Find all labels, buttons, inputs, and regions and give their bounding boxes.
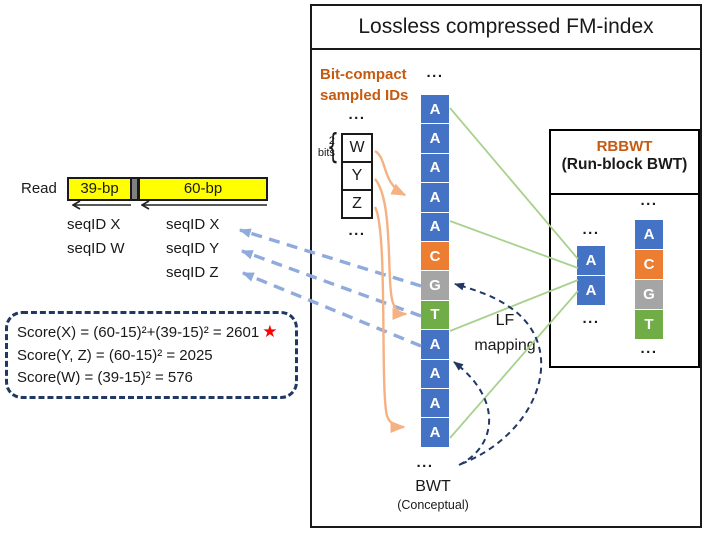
seqid-right-0: seqID X	[166, 216, 220, 233]
bwt-cell-0-A: A	[421, 95, 449, 124]
seqid-left-0: seqID X	[67, 216, 121, 233]
seqid-list-right: seqID X seqID Y seqID Z	[166, 213, 219, 285]
read-label: Read	[21, 180, 57, 197]
brace-icon: {	[327, 127, 339, 167]
bit-compact-label-line1: Bit-compact	[320, 66, 407, 83]
ellipsis-below-sampled-ids: ...	[348, 222, 366, 239]
figure-title: Lossless compressed FM-index	[310, 4, 702, 50]
bit-compact-label-line2: sampled IDs	[320, 87, 409, 104]
best-score-star-icon: ★	[262, 322, 278, 341]
bits-label: 2 bits	[311, 135, 335, 159]
bwt-cell-6-G: G	[421, 271, 449, 300]
score-line-1: Score(Y, Z) = (60-15)² = 2025	[17, 346, 213, 364]
lf-mapping-line1: LF	[495, 312, 515, 329]
read-segment-39bp: 39-bp	[67, 177, 132, 201]
bwt-cell-3-A: A	[421, 183, 449, 212]
rbbwt-right-cell-0-A: A	[635, 220, 663, 249]
bwt-cell-2-A: A	[421, 153, 449, 183]
bwt-cell-1-A: A	[421, 124, 449, 153]
bits-label-line1: 2	[328, 135, 335, 147]
bit-compact-label: Bit-compact sampled IDs	[320, 64, 430, 106]
bwt-cell-8-A: A	[421, 330, 449, 359]
bwt-cell-10-A: A	[421, 388, 449, 418]
sampled-id-cell-Y: Y	[341, 161, 373, 191]
bwt-cell-11-A: A	[421, 418, 449, 447]
bwt-cell-7-T: T	[421, 300, 449, 330]
score-line-2: Score(W) = (39-15)² = 576	[17, 369, 193, 386]
ellipsis-below-rbbwt-right: ...	[640, 340, 658, 357]
bwt-label: BWT	[415, 478, 451, 495]
score-line-0: Score(X) = (60-15)²+(39-15)² = 2601★	[17, 322, 278, 341]
seqid-list-left: seqID X seqID W	[67, 213, 125, 261]
rbbwt-title: RBBWT	[596, 138, 653, 155]
ellipsis-above-bwt: ...	[426, 64, 444, 81]
rbbwt-subtitle: (Run-block BWT)	[561, 156, 688, 173]
sampled-id-cell-W: W	[341, 133, 373, 163]
rbbwt-left-cell-0-A: A	[577, 246, 605, 275]
ellipsis-above-rbbwt-left: ...	[582, 221, 600, 238]
lf-mapping-line2: mapping	[474, 337, 536, 354]
ellipsis-below-rbbwt-left: ...	[582, 310, 600, 327]
bwt-label-block: BWT (Conceptual)	[383, 477, 483, 513]
rbbwt-header: RBBWT (Run-block BWT)	[551, 131, 698, 195]
score-box: Score(X) = (60-15)²+(39-15)² = 2601★ Scor…	[5, 311, 298, 399]
seqid-left-1: seqID W	[67, 240, 125, 257]
rbbwt-right-cell-1-C: C	[635, 250, 663, 279]
bwt-cell-5-C: C	[421, 241, 449, 271]
rbbwt-right-cell-2-G: G	[635, 280, 663, 309]
bwt-cell-9-A: A	[421, 359, 449, 388]
seqid-right-2: seqID Z	[166, 264, 219, 281]
bits-label-line2: bits	[317, 147, 335, 159]
ellipsis-above-rbbwt-right: ...	[640, 192, 658, 209]
bwt-sublabel: (Conceptual)	[397, 498, 469, 512]
bwt-cell-4-A: A	[421, 212, 449, 241]
ellipsis-above-sampled-ids: ...	[348, 106, 366, 123]
seqid-right-1: seqID Y	[166, 240, 220, 257]
ellipsis-below-bwt: ...	[416, 454, 434, 471]
rbbwt-box: RBBWT (Run-block BWT)	[549, 129, 700, 368]
read-segment-60bp: 60-bp	[138, 177, 268, 201]
score-lines: Score(X) = (60-15)²+(39-15)² = 2601★ Scor…	[17, 321, 289, 390]
rbbwt-right-cell-3-T: T	[635, 310, 663, 339]
lf-mapping-label: LF mapping	[467, 310, 543, 359]
sampled-id-cell-Z: Z	[341, 189, 373, 219]
rbbwt-left-cell-1-A: A	[577, 276, 605, 305]
